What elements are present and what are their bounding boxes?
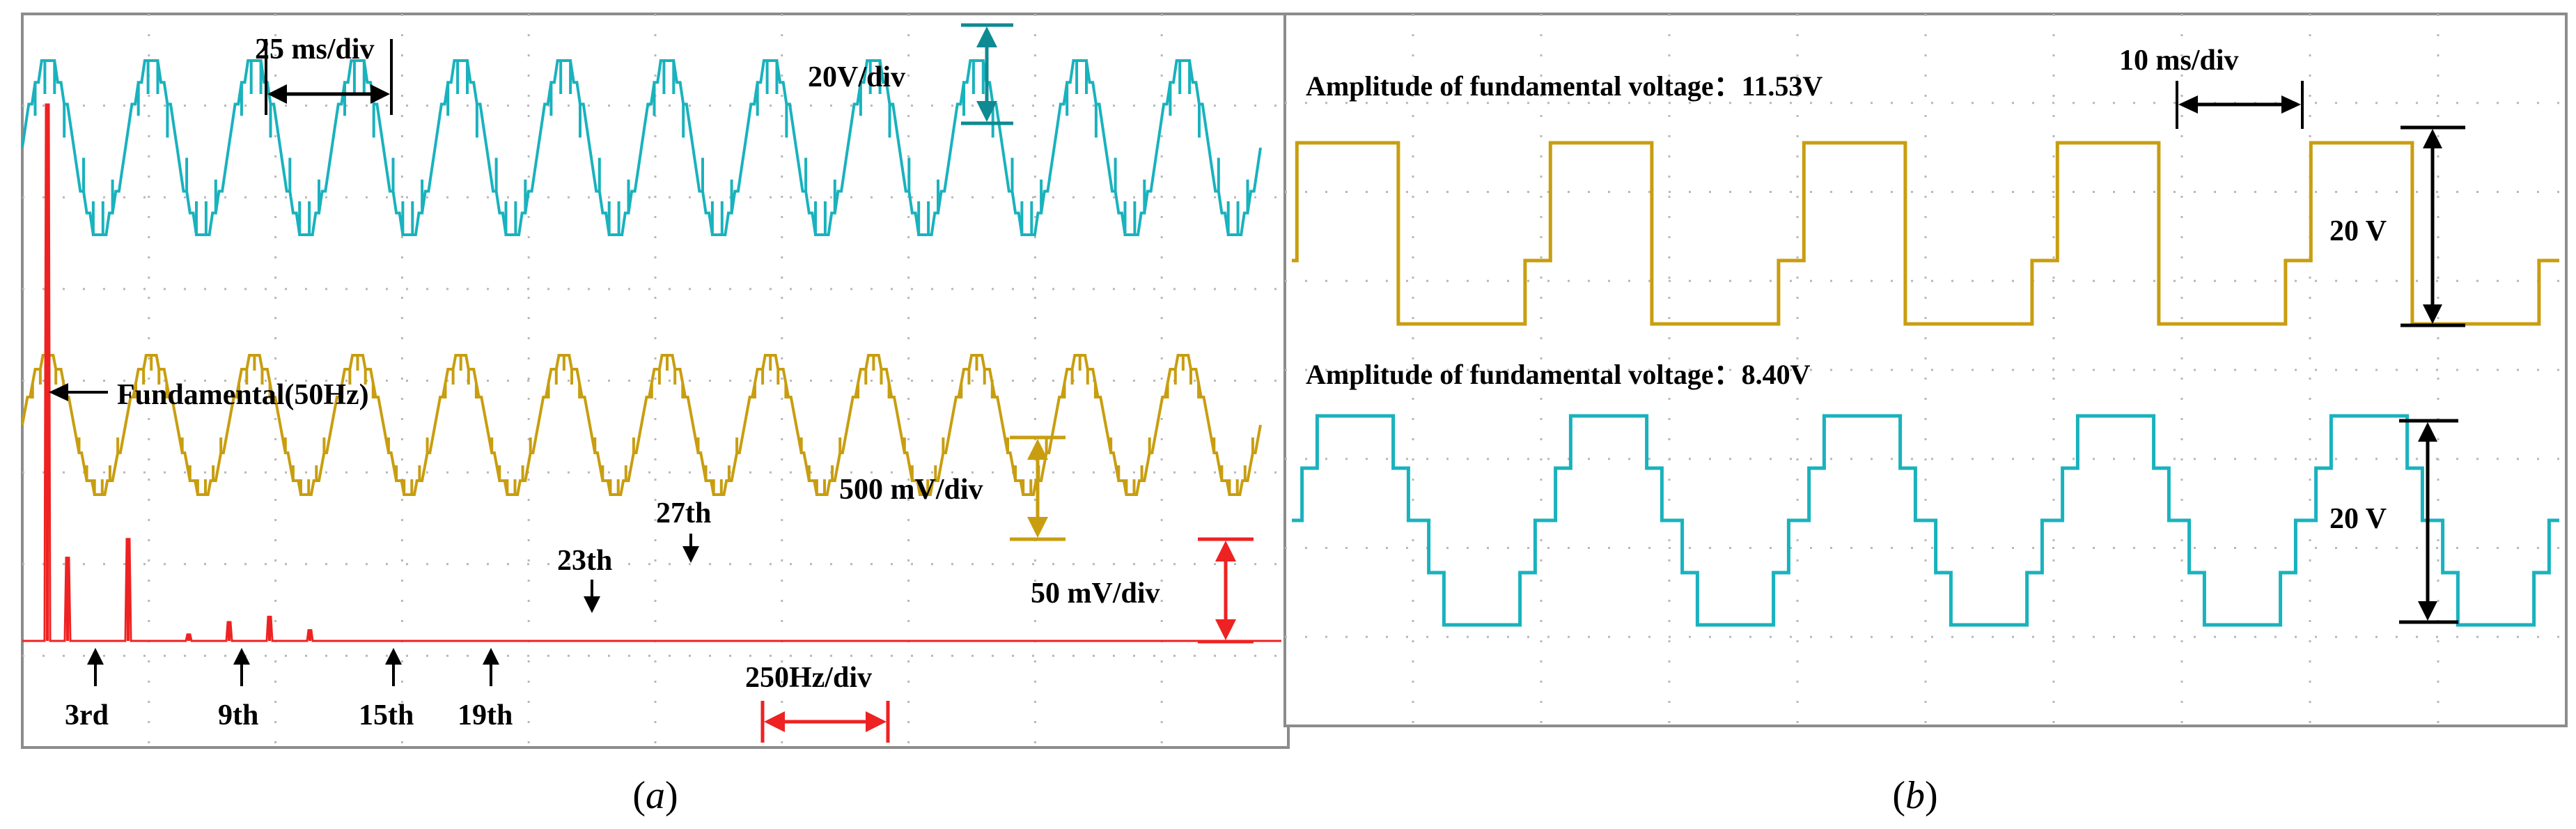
time-scale-arrow-b bbox=[2176, 81, 2304, 129]
harmonic-label-23th: 23th bbox=[557, 545, 612, 577]
panel-a-spectrum-marks bbox=[22, 103, 1281, 642]
fundamental-arrow bbox=[49, 383, 108, 401]
harmonic-label-9th: 9th bbox=[218, 699, 258, 731]
cyan-voltage-trace bbox=[21, 59, 1262, 236]
gold-voltage-trace bbox=[21, 354, 1262, 496]
panel-b-scope: Amplitude of fundamental voltage：11.53V … bbox=[1283, 13, 2568, 817]
panel-b-frame bbox=[1283, 13, 2568, 727]
scale-1-arrow bbox=[2401, 125, 2465, 327]
harmonic-arrow-27th bbox=[682, 534, 699, 563]
freq-scale-label: 250Hz/div bbox=[745, 662, 872, 694]
panel-b-caption: (b) bbox=[1892, 774, 1937, 817]
fundamental-label: Fundamental(50Hz) bbox=[117, 379, 369, 411]
aux-scale-label: 500 mV/div bbox=[839, 474, 983, 506]
panel-a-scope: 25 ms/div 20V/div Fundam bbox=[21, 13, 1290, 817]
panel-b-traces bbox=[1292, 141, 2559, 627]
amplitude-1-label: Amplitude of fundamental voltage：11.53V bbox=[1306, 70, 1822, 102]
time-scale-label: 25 ms/div bbox=[255, 33, 375, 65]
freq-scale-arrow bbox=[760, 701, 890, 743]
harmonic-arrow-23th bbox=[584, 580, 600, 613]
harmonic-label-27th: 27th bbox=[656, 497, 711, 529]
panel-a-grid bbox=[22, 14, 1288, 747]
scale-2-label: 20 V bbox=[2329, 503, 2387, 535]
harmonic-label-3rd: 3rd bbox=[65, 699, 109, 731]
aux-scale-arrow bbox=[1010, 435, 1065, 541]
gold-output-trace bbox=[1292, 141, 2559, 326]
spectrum-scale-label: 50 mV/div bbox=[1031, 578, 1160, 610]
time-scale-label-b: 10 ms/div bbox=[2119, 45, 2239, 77]
panel-a-caption: (a) bbox=[632, 774, 678, 817]
voltage-scale-label: 20V/div bbox=[808, 61, 905, 93]
panel-a-annotations: 25 ms/div 20V/div Fundam bbox=[49, 23, 1254, 743]
panel-a-traces bbox=[21, 59, 1262, 496]
panel-b-annotations: Amplitude of fundamental voltage：11.53V … bbox=[1306, 45, 2465, 624]
voltage-scale-arrow bbox=[961, 23, 1013, 125]
harmonic-arrow-3rd bbox=[87, 648, 104, 686]
harmonic-arrow-19th bbox=[483, 648, 499, 686]
cyan-output-trace bbox=[1292, 414, 2559, 627]
spectrum-scale-arrow bbox=[1198, 537, 1254, 644]
harmonic-label-19th: 19th bbox=[458, 699, 513, 731]
harmonic-arrow-9th bbox=[233, 648, 250, 686]
amplitude-2-label: Amplitude of fundamental voltage：8.40V bbox=[1306, 359, 1811, 390]
harmonic-arrow-15th bbox=[385, 648, 402, 686]
scale-2-arrow bbox=[2399, 419, 2458, 624]
time-scale-arrow bbox=[265, 39, 393, 115]
harmonic-label-15th: 15th bbox=[359, 699, 414, 731]
scale-1-label: 20 V bbox=[2329, 215, 2387, 247]
